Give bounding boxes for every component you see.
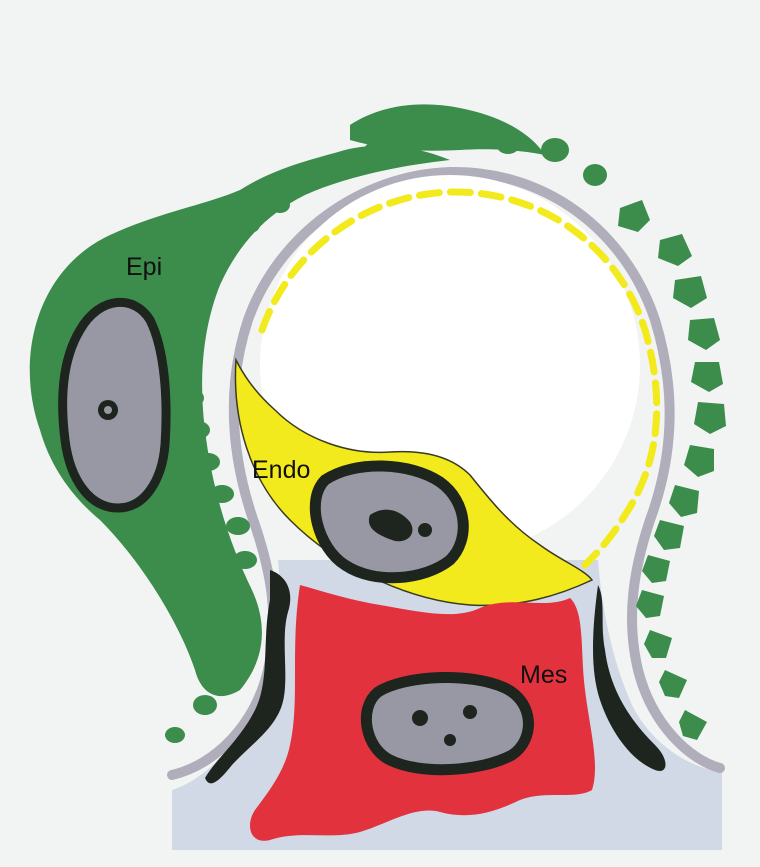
mesangial-chromatin-2 bbox=[463, 705, 477, 719]
label-endo: Endo bbox=[252, 456, 310, 484]
epithelial-nucleolus-core bbox=[104, 406, 112, 414]
mesangial-nucleus bbox=[366, 677, 528, 769]
label-epi: Epi bbox=[126, 253, 162, 281]
mesangial-chromatin-3 bbox=[444, 734, 456, 746]
endothelial-chromatin-dot bbox=[418, 523, 432, 537]
label-mes: Mes bbox=[520, 661, 567, 689]
mesangial-chromatin-1 bbox=[412, 710, 428, 726]
